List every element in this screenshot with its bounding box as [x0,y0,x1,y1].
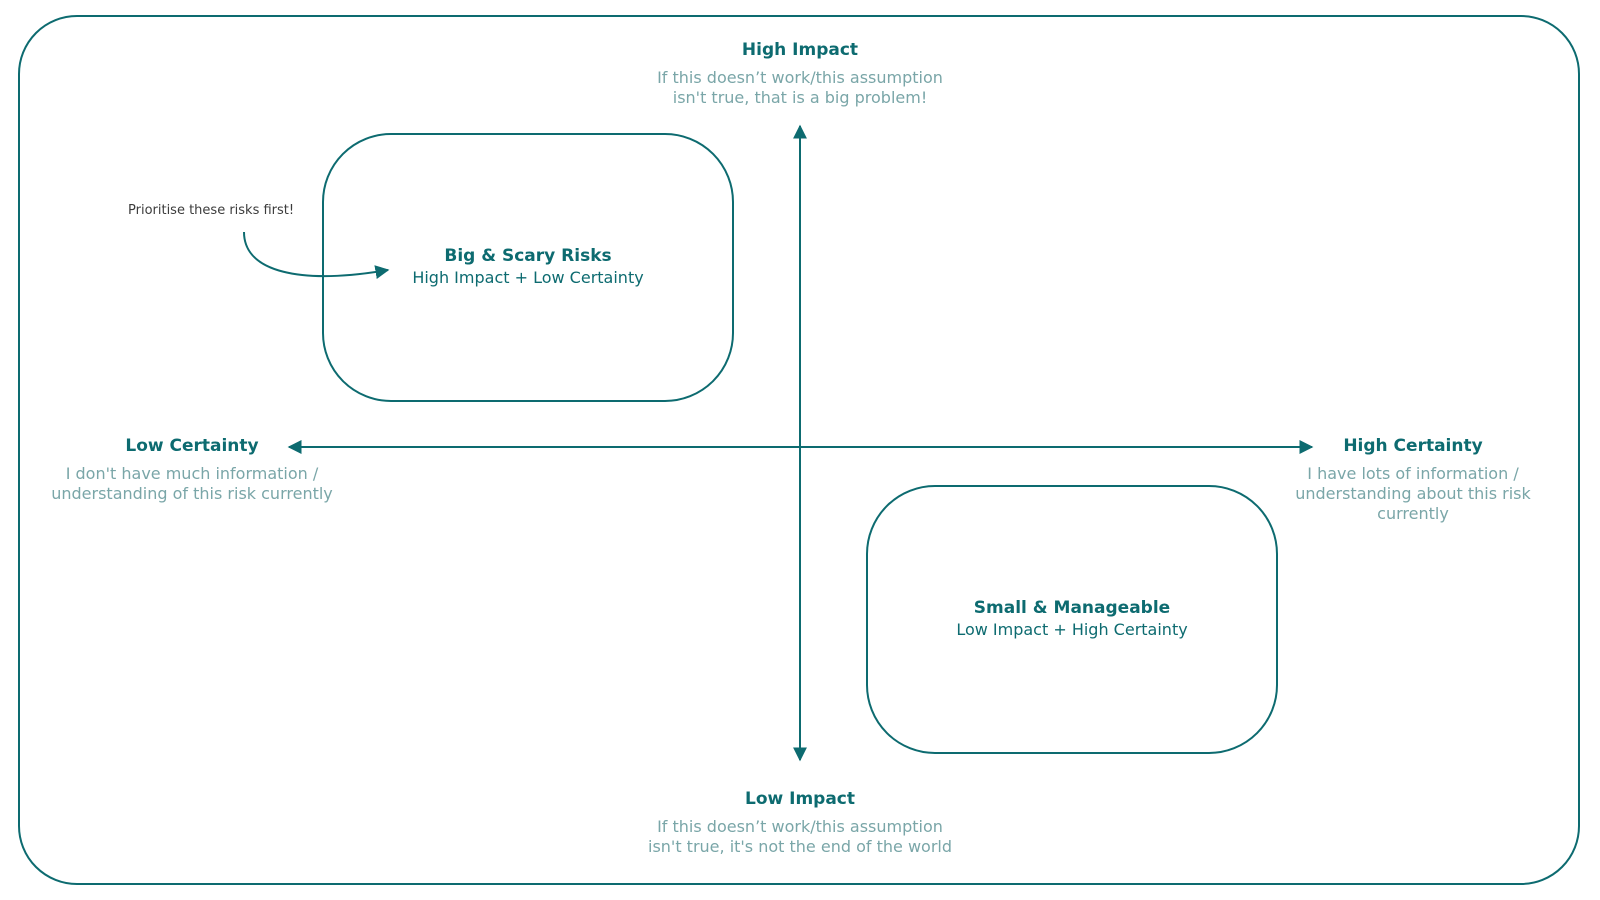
low-certainty-label-group: Low Certainty I don't have much informat… [42,436,342,504]
high-certainty-title: High Certainty [1343,436,1483,456]
prioritise-note: Prioritise these risks first! [128,203,295,218]
big-scary-risks-title: Big & Scary Risks [444,246,612,266]
small-manageable-text: Small & Manageable Low Impact + High Cer… [877,598,1267,639]
low-impact-description: If this doesn’t work/this assumption isn… [648,817,952,856]
high-impact-title: High Impact [741,40,859,60]
big-scary-risks-subtitle: High Impact + Low Certainty [412,268,644,287]
low-impact-label-group: Low Impact If this doesn’t work/this ass… [620,789,980,857]
low-certainty-description: I don't have much information / understa… [51,464,333,503]
low-certainty-title: Low Certainty [125,436,259,456]
small-manageable-subtitle: Low Impact + High Certainty [956,620,1188,639]
low-impact-title: Low Impact [744,789,856,809]
high-certainty-label-group: High Certainty I have lots of informatio… [1288,436,1538,524]
big-scary-risks-box [322,133,734,402]
outer-frame [18,15,1580,885]
high-impact-description: If this doesn’t work/this assumption isn… [657,68,943,107]
small-manageable-box [866,485,1278,754]
small-manageable-title: Small & Manageable [973,598,1171,618]
high-impact-label-group: High Impact If this doesn’t work/this as… [620,40,980,108]
high-certainty-description: I have lots of information / understandi… [1295,464,1531,523]
big-scary-risks-text: Big & Scary Risks High Impact + Low Cert… [333,246,723,287]
priority-arrow [243,231,390,280]
